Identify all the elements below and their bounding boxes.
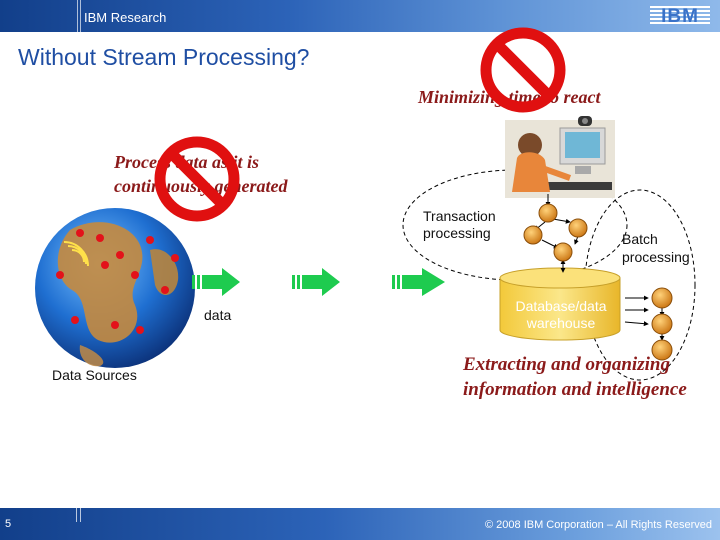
arrow-icon	[292, 268, 340, 296]
process-node	[651, 287, 673, 309]
batch-label-line2: processing	[622, 249, 690, 265]
header-bar	[0, 0, 720, 32]
transaction-label-line1: Transaction	[423, 208, 496, 224]
process-node	[568, 218, 588, 238]
footer-bar	[0, 508, 720, 540]
batch-label: Batch processing	[622, 230, 690, 266]
process-callout-line1: Process data as it is	[114, 152, 260, 172]
ibm-logo-text: IBM	[661, 6, 699, 26]
database-label-line2: warehouse	[526, 315, 596, 331]
process-node	[523, 225, 543, 245]
ibm-logo: IBM	[650, 6, 710, 26]
data-sources-label: Data Sources	[52, 367, 137, 383]
transaction-label: Transaction processing	[423, 208, 496, 242]
process-callout: Process data as it is continuously gener…	[114, 150, 288, 198]
arrow-icon	[192, 268, 240, 296]
footer-divider	[76, 508, 77, 522]
slide-title: Without Stream Processing?	[18, 44, 310, 70]
database-label-line1: Database/data	[515, 298, 607, 314]
process-callout-line2: continuously generated	[114, 176, 288, 196]
transaction-network	[523, 194, 588, 273]
extract-callout-line1: Extracting and organizing	[463, 354, 670, 375]
extract-callout-line2: information and intelligence	[463, 379, 687, 400]
footer-divider	[80, 508, 81, 522]
header-divider	[80, 0, 81, 32]
minimize-callout: Minimizing time to react	[418, 87, 601, 107]
data-label: data	[204, 307, 232, 323]
header-label: IBM Research	[84, 10, 167, 25]
process-node	[553, 242, 573, 262]
process-node	[538, 203, 558, 223]
globe-icon	[35, 208, 195, 368]
extract-callout: Extracting and organizing information an…	[463, 352, 687, 402]
process-node	[651, 313, 673, 335]
transaction-label-line2: processing	[423, 225, 491, 241]
batch-network	[624, 287, 673, 361]
header-divider	[77, 0, 78, 32]
process-node	[651, 339, 673, 361]
database-label: Database/data warehouse	[506, 298, 616, 332]
copyright-text: © 2008 IBM Corporation – All Rights Rese…	[485, 519, 712, 531]
arrow-icon	[392, 268, 445, 296]
batch-label-line1: Batch	[622, 231, 658, 247]
database-cylinder-icon	[499, 267, 621, 341]
person-at-computer-icon	[505, 116, 615, 198]
page-number: 5	[5, 518, 12, 530]
